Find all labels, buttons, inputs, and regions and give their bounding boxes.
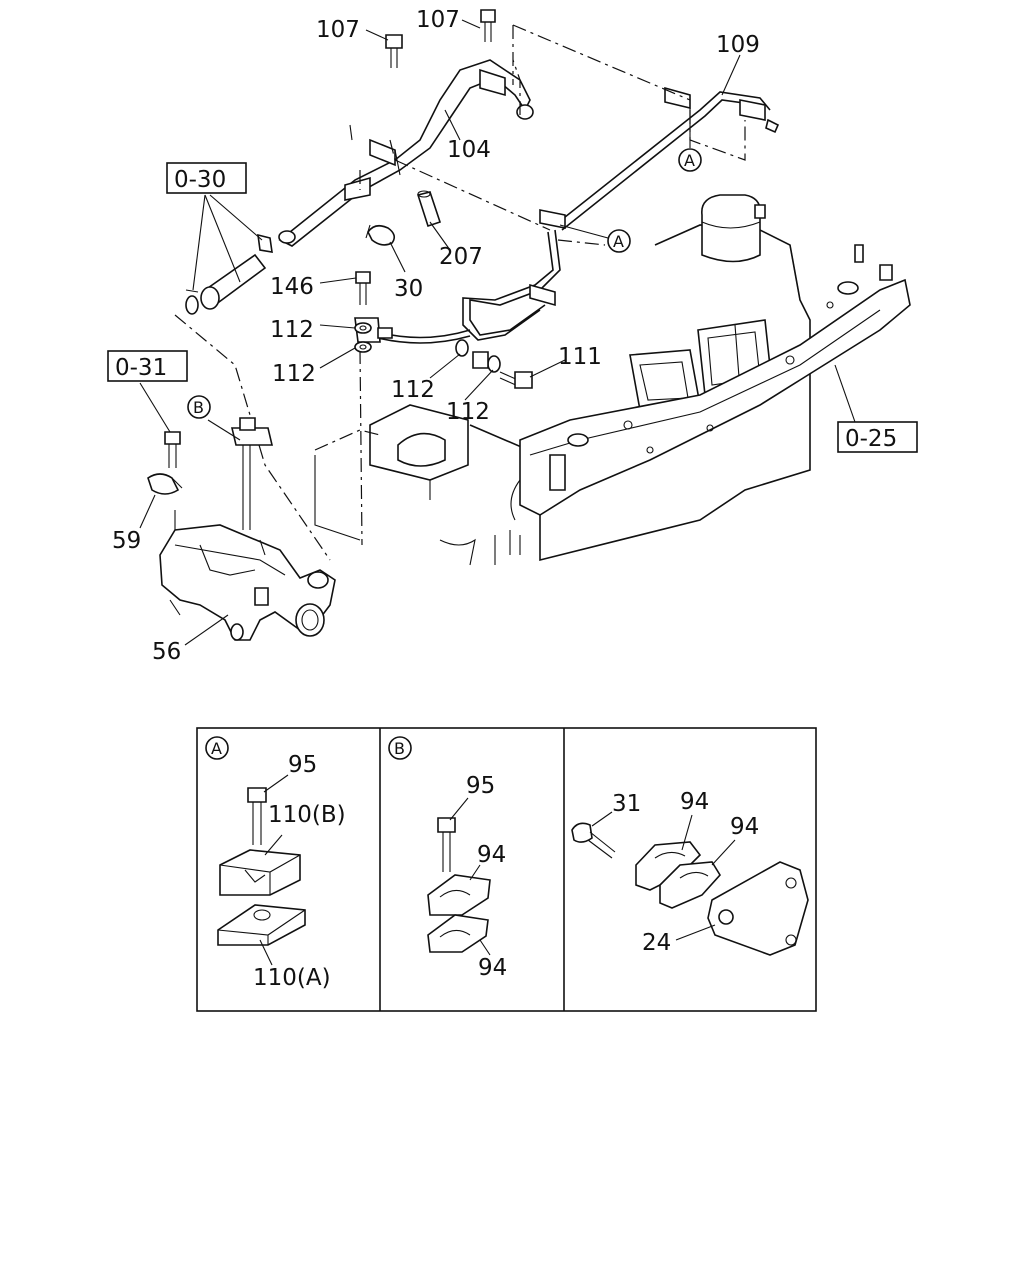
ref-box-0-31: 0-31: [107, 350, 188, 382]
callout-30: 30: [394, 276, 423, 302]
detail-c: 31 94 94 24: [571, 789, 809, 956]
callout-146: 146: [270, 274, 314, 300]
marker-a-top: A: [678, 148, 702, 172]
small-fittings: [354, 271, 533, 389]
marker-a-mid-label: A: [613, 232, 624, 251]
leader-lines: [139, 19, 856, 646]
ref-label-0-25: 0-25: [845, 426, 897, 452]
detail-a-callout-110a: 110(A): [253, 965, 331, 991]
detail-b-callout-94b: 94: [478, 955, 507, 981]
clip-59: [147, 431, 183, 495]
callout-59: 59: [112, 528, 141, 554]
callout-111: 111: [558, 344, 602, 370]
callout-207: 207: [439, 244, 483, 270]
callout-112c: 112: [391, 377, 435, 403]
detail-b-marker: B: [394, 739, 405, 758]
detail-a-marker: A: [211, 739, 222, 758]
ref-label-0-30: 0-30: [174, 167, 226, 193]
callout-107a: 107: [316, 17, 360, 43]
detail-b-callout-94a: 94: [477, 842, 506, 868]
clip-30-sleeve-207: [365, 190, 442, 246]
pipe-104: [278, 59, 534, 247]
detail-a: A 95 110(B) 110(A): [205, 736, 346, 991]
bolt-107a: [385, 34, 403, 68]
bolt-107b: [480, 9, 496, 42]
callout-112b: 112: [272, 361, 316, 387]
marker-b-left-label: B: [193, 398, 204, 417]
callout-56: 56: [152, 639, 181, 665]
callout-107b: 107: [416, 7, 460, 33]
detail-c-callout-94a: 94: [680, 789, 709, 815]
detail-a-callout-95: 95: [288, 752, 317, 778]
oil-filler-area: [369, 404, 469, 500]
callout-109: 109: [716, 32, 760, 58]
clamp-b: [230, 417, 274, 530]
detail-c-callout-94b: 94: [730, 814, 759, 840]
hose-0-30: [185, 233, 273, 315]
detail-c-callout-24: 24: [642, 930, 671, 956]
ref-label-0-31: 0-31: [115, 355, 167, 381]
detail-a-callout-110b: 110(B): [268, 802, 346, 828]
ref-box-0-25: 0-25: [837, 421, 918, 453]
detail-b: B 95 94 94: [388, 736, 507, 981]
pipe-109: [354, 86, 780, 344]
detail-c-callout-31: 31: [612, 791, 641, 817]
callout-112d: 112: [446, 399, 490, 425]
marker-a-mid: A: [607, 229, 631, 253]
water-outlet-56: [159, 510, 336, 641]
ref-box-0-30: 0-30: [166, 162, 247, 194]
callout-112a: 112: [270, 317, 314, 343]
marker-b-left: B: [187, 395, 211, 419]
callouts: 107 107 109 104 207 30 146 112 112 112 1…: [112, 7, 760, 665]
detail-b-callout-95: 95: [466, 773, 495, 799]
exhaust-manifold: [510, 244, 911, 521]
marker-a-top-label: A: [684, 151, 695, 170]
callout-104: 104: [447, 137, 491, 163]
